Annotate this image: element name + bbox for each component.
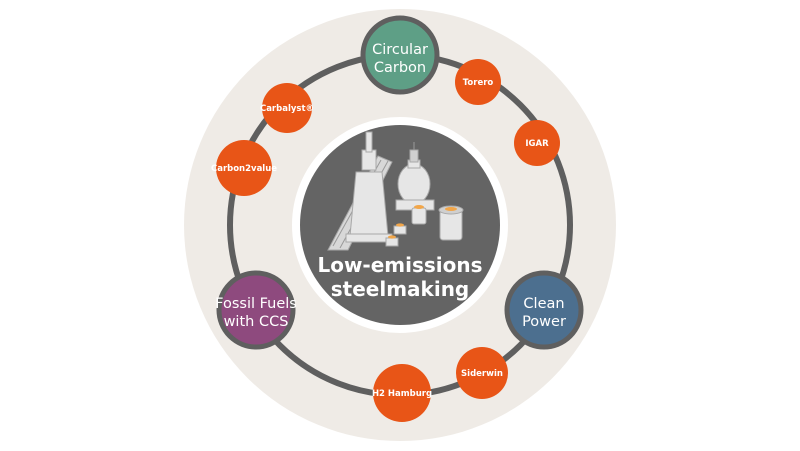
pillar-clean-power-line1: Clean (523, 296, 564, 312)
pillar-fossil-fuels-line2: with CCS (224, 314, 289, 330)
project-carbon2value-label: Carbon2value (211, 164, 277, 174)
center-title-line1: Low-emissions (317, 253, 482, 277)
center-title-line2: steelmaking (331, 277, 470, 301)
pillar-fossil-fuels[interactable]: Fossil Fuels with CCS (215, 270, 297, 350)
project-igar-label: IGAR (525, 139, 549, 149)
project-siderwin[interactable]: Siderwin (456, 347, 508, 399)
project-torero[interactable]: Torero (455, 59, 501, 105)
project-h2-hamburg-label: H2 Hamburg (372, 389, 432, 399)
project-h2-hamburg[interactable]: H2 Hamburg (372, 364, 432, 422)
pillar-circular-carbon[interactable]: Circular Carbon (360, 15, 440, 95)
pillar-clean-power-line2: Power (522, 314, 566, 330)
project-carbalyst[interactable]: Carbalyst® (260, 83, 314, 133)
project-torero-label: Torero (463, 78, 494, 88)
project-siderwin-label: Siderwin (461, 369, 503, 379)
project-igar[interactable]: IGAR (514, 120, 560, 166)
pillar-circular-carbon-line2: Carbon (374, 60, 426, 76)
project-carbalyst-label: Carbalyst® (260, 104, 314, 114)
steel-plant-illustration (327, 131, 464, 251)
pillar-circular-carbon-line1: Circular (372, 42, 428, 58)
pillar-fossil-fuels-line1: Fossil Fuels (215, 296, 297, 312)
project-carbon2value[interactable]: Carbon2value (211, 140, 277, 196)
pillar-clean-power[interactable]: Clean Power (504, 270, 584, 350)
